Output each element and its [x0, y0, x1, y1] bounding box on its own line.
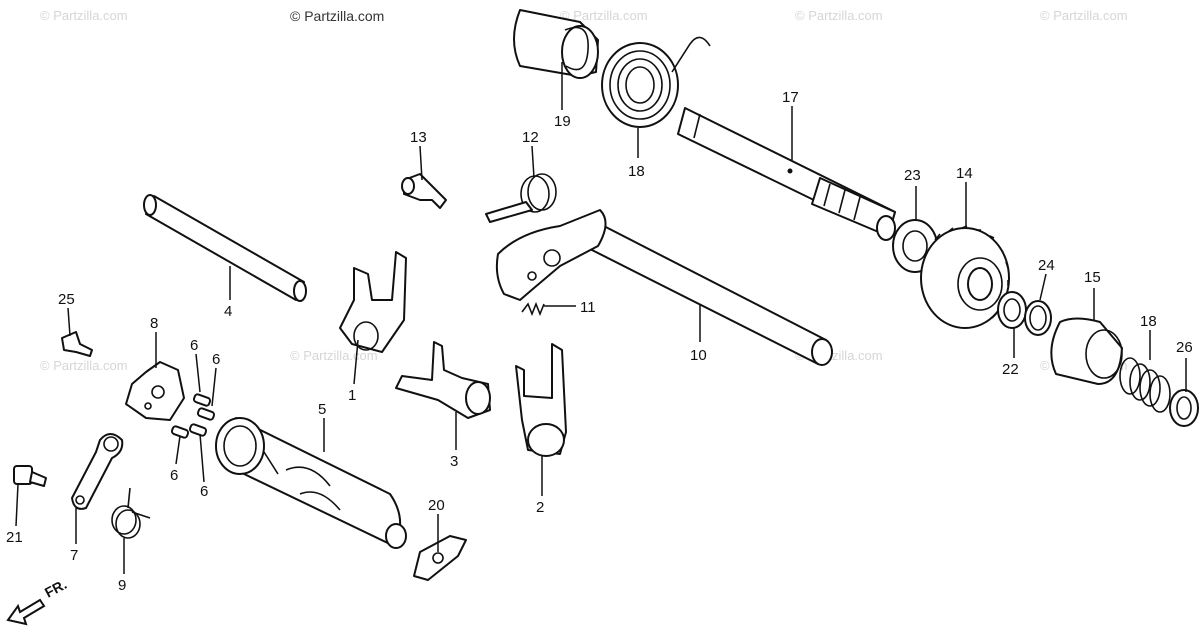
callout-15: 15 [1084, 269, 1101, 286]
front-arrow-icon: FR. [6, 576, 69, 626]
callout-24: 24 [1038, 257, 1055, 274]
part-25-screw[interactable] [61, 331, 93, 357]
callout-4: 4 [224, 303, 232, 320]
part-18-return-spring[interactable] [601, 36, 711, 128]
callout-18: 18 [1140, 313, 1157, 330]
part-2-shift-fork[interactable] [515, 343, 567, 457]
part-15-ratchet[interactable] [1050, 317, 1123, 385]
part-6-pins[interactable] [170, 393, 216, 439]
part-14-kick-gear[interactable] [920, 225, 1010, 329]
part-9-stopper-spring[interactable] [111, 487, 151, 539]
callout-2: 2 [536, 499, 544, 516]
part-7-stopper-arm[interactable] [71, 433, 124, 510]
callout-3: 3 [450, 453, 458, 470]
part-18-ratchet-spring[interactable] [1119, 357, 1171, 413]
part-4-fork-shaft[interactable] [143, 194, 307, 302]
watermark: © Partzilla.com [40, 358, 128, 373]
watermark: © Partzilla.com [1040, 8, 1128, 23]
callout-22: 22 [1002, 361, 1019, 378]
part-24-circlip[interactable] [1024, 300, 1052, 336]
part-11-spring[interactable] [521, 301, 545, 317]
part-19-collar[interactable] [513, 9, 599, 79]
part-22-washer[interactable] [997, 291, 1027, 329]
callout-6: 6 [190, 337, 198, 354]
callout-11: 11 [580, 299, 596, 316]
callout-8: 8 [150, 315, 158, 332]
copyright-notice: © Partzilla.com [290, 8, 385, 24]
front-direction-marker: FR. [4, 576, 94, 631]
part-17-kickstarter-spindle[interactable] [677, 107, 896, 241]
callout-12: 12 [522, 129, 539, 146]
callout-7: 7 [70, 547, 78, 564]
watermark: © Partzilla.com [40, 8, 128, 23]
callout-23: 23 [904, 167, 921, 184]
part-20-plate[interactable] [413, 535, 467, 581]
callout-6: 6 [200, 483, 208, 500]
front-label: FR. [42, 576, 69, 601]
callout-21: 21 [6, 529, 23, 546]
callout-17: 17 [782, 89, 799, 106]
part-21-bolt[interactable] [13, 465, 47, 487]
callout-labels: 19 18 17 23 14 24 15 18 26 22 13 12 10 1… [6, 89, 1193, 594]
callout-18: 18 [628, 163, 645, 180]
callout-26: 26 [1176, 339, 1193, 356]
callout-20: 20 [428, 497, 445, 514]
part-8-drum-stopper-plate[interactable] [125, 361, 185, 421]
callout-10: 10 [690, 347, 707, 364]
callout-9: 9 [118, 577, 126, 594]
part-5-shift-drum[interactable] [215, 417, 407, 549]
watermark: © Partzilla.com [560, 8, 648, 23]
part-26-washer[interactable] [1169, 389, 1199, 427]
watermark: © Partzilla.com [795, 8, 883, 23]
part-1-shift-fork[interactable] [339, 251, 407, 353]
part-13-bolt[interactable] [401, 173, 447, 209]
part-10-gearshift-spindle[interactable] [495, 209, 833, 366]
callout-6: 6 [212, 351, 220, 368]
callout-5: 5 [318, 401, 326, 418]
callout-14: 14 [956, 165, 973, 182]
callout-19: 19 [554, 113, 571, 130]
leader-lines [15, 62, 1187, 574]
part-3-shift-fork[interactable] [395, 341, 491, 419]
callout-25: 25 [58, 291, 75, 308]
part-12-spring[interactable] [485, 173, 557, 223]
callout-6: 6 [170, 467, 178, 484]
callout-13: 13 [410, 129, 427, 146]
callout-1: 1 [348, 387, 356, 404]
